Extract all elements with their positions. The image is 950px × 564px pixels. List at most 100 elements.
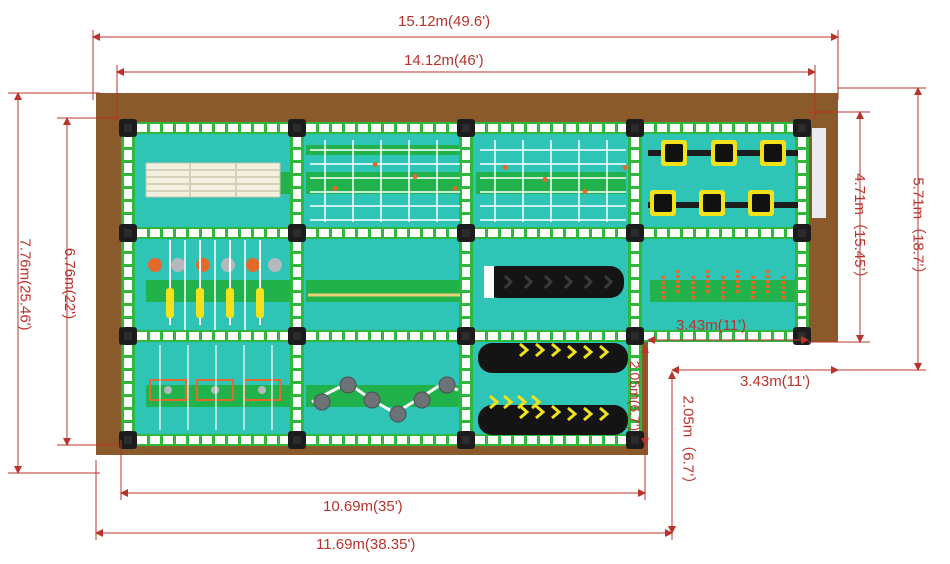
frame-rung — [631, 186, 639, 189]
frame-rung — [576, 124, 579, 132]
frame-rung — [524, 436, 527, 444]
frame-rung — [462, 303, 470, 306]
frame-rung — [758, 332, 761, 340]
frame-rung — [264, 332, 267, 340]
frame-rung — [160, 436, 163, 444]
frame-post-cap — [798, 229, 806, 237]
frame-rung — [798, 290, 806, 293]
frame-rail — [631, 128, 639, 440]
frame-rung — [602, 436, 605, 444]
dim-left-outer: 7.76m(25.46') — [16, 238, 34, 331]
frame-rung — [576, 436, 579, 444]
frame-rung — [563, 229, 566, 237]
frame-rung — [446, 436, 449, 444]
frame-rung — [124, 368, 132, 371]
frame-rung — [784, 332, 787, 340]
frame-rung — [732, 124, 735, 132]
frame-rung — [462, 277, 470, 280]
frame-rung — [420, 124, 423, 132]
frame-rung — [784, 124, 787, 132]
crawl-frame — [149, 379, 187, 401]
frame-post-cap — [631, 124, 639, 132]
frame-rung — [225, 124, 228, 132]
frame-rung — [124, 381, 132, 384]
dim-bottom-outer: 11.69m(38.35') — [316, 536, 416, 553]
frame-rung — [147, 124, 150, 132]
frame-rung — [293, 251, 301, 254]
frame-rung — [631, 303, 639, 306]
frame-rung — [407, 124, 410, 132]
slide-arrow — [531, 394, 542, 410]
frame-rung — [293, 147, 301, 150]
slide-arrow — [535, 404, 546, 420]
frame-rung — [293, 420, 301, 423]
frame-rung — [293, 368, 301, 371]
pop-up-block-hole — [654, 194, 672, 212]
frame-rung — [186, 436, 189, 444]
frame-rung — [316, 229, 319, 237]
frame-rung — [631, 394, 639, 397]
frame-rung — [199, 229, 202, 237]
tunnel-chevron — [603, 274, 614, 290]
frame-rung — [654, 332, 657, 340]
zigzag-ball — [339, 376, 357, 394]
tunnel-chevron — [503, 274, 514, 290]
frame-rung — [329, 229, 332, 237]
frame-rung — [693, 124, 696, 132]
pillar-obstacle — [661, 270, 785, 300]
frame-rung — [433, 124, 436, 132]
bench-obstacle — [145, 162, 281, 198]
frame-rung — [798, 277, 806, 280]
rope-knot — [542, 177, 548, 182]
rope-knot — [452, 186, 458, 191]
frame-rung — [654, 229, 657, 237]
frame-rung — [589, 332, 592, 340]
frame-rung — [264, 229, 267, 237]
frame-rung — [342, 332, 345, 340]
frame-rung — [277, 436, 280, 444]
ball — [246, 258, 260, 272]
frame-rung — [446, 229, 449, 237]
frame-rung — [446, 124, 449, 132]
frame-rung — [498, 124, 501, 132]
frame-rung — [293, 381, 301, 384]
frame-rung — [784, 229, 787, 237]
pop-up-block-hole — [715, 144, 733, 162]
frame-rung — [631, 407, 639, 410]
frame-rung — [537, 124, 540, 132]
frame-rung — [667, 124, 670, 132]
frame-rung — [537, 436, 540, 444]
frame-rung — [381, 124, 384, 132]
tunnel-obstacle — [484, 266, 624, 298]
frame-rung — [576, 229, 579, 237]
frame-rung — [631, 420, 639, 423]
frame-rung — [381, 332, 384, 340]
frame-rung — [462, 290, 470, 293]
frame-rung — [238, 229, 241, 237]
frame-rung — [212, 229, 215, 237]
frame-rung — [631, 381, 639, 384]
zigzag-ball-obstacle — [311, 376, 459, 423]
frame-rung — [680, 229, 683, 237]
frame-rung — [462, 420, 470, 423]
frame-rung — [173, 332, 176, 340]
frame-rung — [511, 332, 514, 340]
frame-rung — [693, 229, 696, 237]
frame-rung — [316, 436, 319, 444]
frame-post-cap — [293, 332, 301, 340]
slide-arrow — [551, 404, 562, 420]
frame-rung — [550, 124, 553, 132]
frame-post-cap — [462, 436, 470, 444]
frame-rung — [563, 124, 566, 132]
frame-post-cap — [124, 436, 132, 444]
frame-rung — [124, 290, 132, 293]
frame-rung — [706, 124, 709, 132]
frame-rung — [394, 229, 397, 237]
frame-rung — [329, 332, 332, 340]
dimension-lines — [8, 30, 926, 540]
frame-post-cap — [631, 332, 639, 340]
pole-pad — [166, 288, 174, 318]
frame-rung — [798, 264, 806, 267]
frame-rung — [355, 436, 358, 444]
frame-post-cap — [462, 332, 470, 340]
